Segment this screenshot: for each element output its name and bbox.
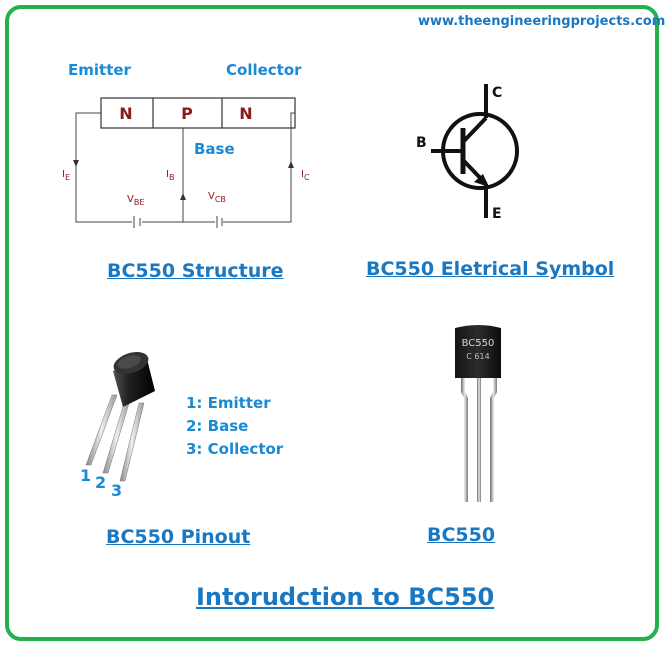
pin-1-label: 1: Emitter [186,394,271,412]
emitter-label: Emitter [68,61,131,79]
page-frame [5,5,659,641]
photo-leg-2 [477,374,481,502]
ib-label: IB [166,169,174,182]
pin-3-label: 3: Collector [186,440,284,458]
ic-arrow [288,161,294,168]
symbol-collector-line [461,116,488,144]
pin-number-2: 2 [95,473,107,492]
region-n-emitter: N [119,104,132,123]
region-p-base: P [181,104,193,123]
bc550-photo: BC550 C 614 [455,325,501,502]
emitter-wire [75,112,132,223]
ie-arrow [73,160,79,167]
ib-arrow [180,193,186,200]
ic-label: IC [301,169,310,182]
to92-top-highlight [117,355,141,369]
pin-2-label: 2: Base [186,417,249,435]
npn-symbol: C B E [416,84,519,222]
symbol-e-label: E [492,206,502,222]
vcb-label: VCB [208,191,226,204]
region-n-collector: N [239,104,252,123]
structure-caption: BC550 Structure [107,260,284,282]
symbol-emitter-arrow [474,174,489,187]
collector-label: Collector [226,61,302,79]
base-label: Base [194,140,235,158]
vbe-label: VBE [127,194,144,207]
npn-structure-diagram: N P N IE IB IC VBE VCB [62,97,310,228]
pin-number-1: 1 [80,466,92,485]
collector-wire [223,112,295,223]
pinout-caption: BC550 Pinout [106,526,251,548]
photo-leg-1 [461,374,468,502]
page-title: Intorudction to BC550 [196,583,495,611]
npn-block [100,97,296,129]
photo-leg-3 [490,374,497,502]
site-url: www.theengineeringprojects.com [418,14,666,29]
symbol-c-label: C [492,85,502,101]
pin-number-3: 3 [111,481,123,500]
to92-illustration [85,351,155,482]
pin-leg-1 [85,394,118,466]
photo-caption: BC550 [427,524,496,546]
photo-marking-1: BC550 [462,338,495,349]
symbol-caption: BC550 Eletrical Symbol [366,258,615,280]
symbol-b-label: B [416,135,427,151]
photo-body [455,325,501,378]
ie-label: IE [62,169,70,182]
photo-marking-2: C 614 [466,352,489,361]
pin-leg-3 [119,402,145,482]
